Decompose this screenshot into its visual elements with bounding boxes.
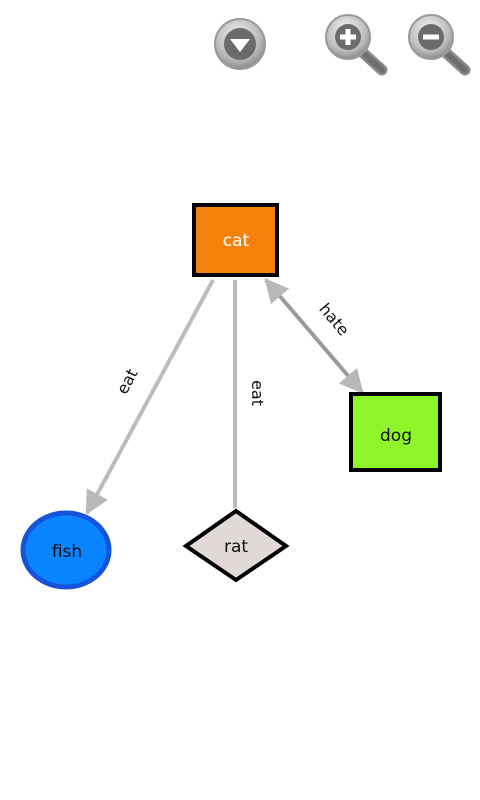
node-label-dog: dog [380, 426, 412, 446]
node-dog[interactable]: dog [349, 392, 442, 472]
edge-label-cat-fish: eat [113, 366, 142, 398]
edge-cat-fish[interactable]: eat [85, 279, 215, 516]
node-cat[interactable]: cat [192, 203, 279, 277]
node-fish[interactable]: fish [20, 510, 112, 590]
zoom-out-button[interactable] [403, 10, 475, 78]
node-label-fish: fish [52, 542, 82, 562]
menu-button[interactable] [212, 16, 268, 72]
zoom-in-icon [325, 14, 388, 76]
chevron-down-circle-icon [214, 18, 266, 70]
edge-label-dog-cat: hate [315, 300, 353, 340]
edge-cat-rat[interactable]: eat [233, 280, 267, 508]
node-label-cat: cat [223, 231, 250, 251]
edge-dog-cat[interactable]: hate [264, 278, 364, 394]
node-rat[interactable]: rat [182, 508, 290, 583]
edge-label-cat-rat: eat [248, 380, 267, 406]
zoom-out-icon [408, 14, 471, 76]
zoom-in-button[interactable] [320, 10, 392, 78]
node-label-rat: rat [224, 537, 248, 557]
